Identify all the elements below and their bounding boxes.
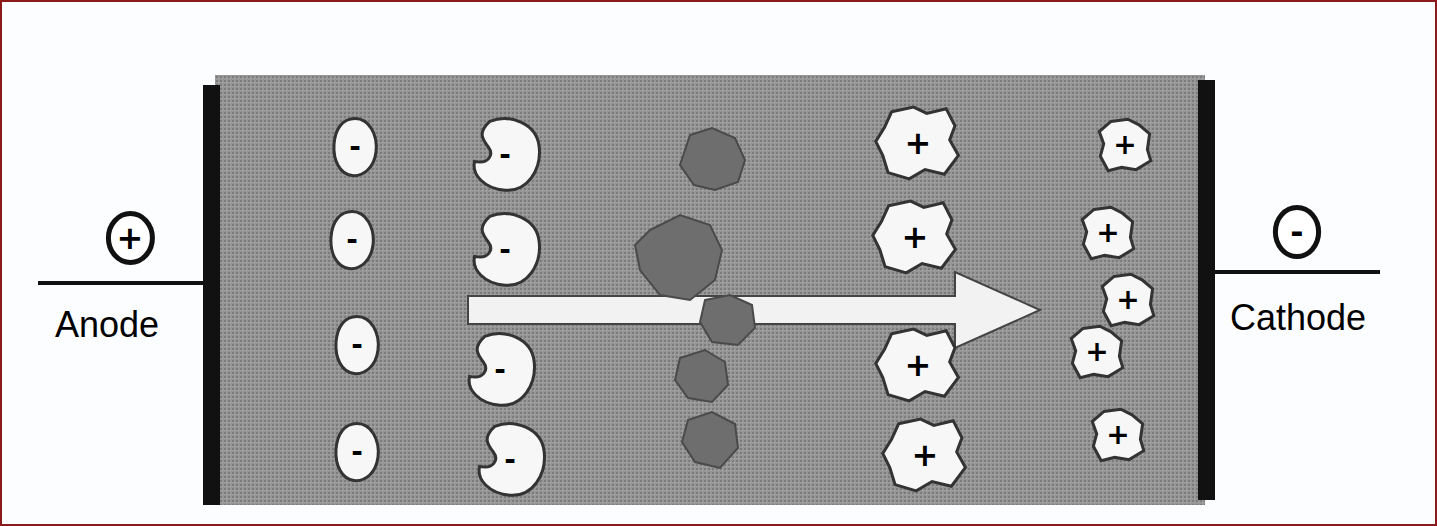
polarity-sign: + (117, 222, 144, 254)
charge-sign: + (1106, 421, 1129, 449)
cation-small: + (1100, 272, 1156, 328)
charge-sign: - (499, 236, 511, 264)
cation-small: + (1069, 324, 1125, 380)
cation-large: + (874, 326, 962, 404)
cation-small: + (1080, 205, 1136, 261)
charge-sign: - (346, 226, 358, 254)
cation-large: + (874, 104, 962, 182)
anion-large: - (467, 210, 543, 290)
charge-sign: - (504, 446, 516, 474)
charge-sign: - (499, 141, 511, 169)
anode-plate (203, 85, 220, 505)
charge-sign: + (1113, 131, 1136, 159)
anode-wire (38, 281, 203, 285)
charge-sign: + (1116, 286, 1139, 314)
anion-large: - (472, 420, 548, 500)
cation-large: + (881, 416, 969, 494)
cathode-symbol: - (1274, 206, 1320, 258)
cation-small: + (1090, 407, 1146, 463)
charge-sign: + (1096, 219, 1119, 247)
anion-large: - (462, 330, 538, 410)
cation-small: + (1097, 117, 1153, 173)
anion-small: - (332, 421, 382, 483)
charge-sign: - (494, 356, 506, 384)
electrode-label: Anode (55, 305, 159, 345)
cathode-wire (1215, 270, 1380, 274)
charge-sign: + (1085, 338, 1108, 366)
charge-sign: + (912, 439, 939, 471)
anion-small: - (332, 314, 382, 376)
cathode-plate (1198, 80, 1215, 500)
migration-arrow (468, 272, 1040, 348)
charge-sign: - (351, 438, 363, 466)
anode-symbol: + (107, 212, 154, 264)
anion-small: - (330, 116, 380, 178)
charge-sign: - (351, 331, 363, 359)
charge-sign: + (902, 221, 929, 253)
polarity-sign: - (1290, 216, 1303, 248)
charge-sign: + (905, 349, 932, 381)
cation-large: + (871, 198, 959, 276)
neutral-particles (635, 128, 755, 468)
charge-sign: - (349, 133, 361, 161)
gel-medium (215, 75, 1205, 505)
anion-large: - (467, 115, 543, 195)
charge-sign: + (905, 127, 932, 159)
anion-small: - (327, 209, 377, 271)
electrode-label: Cathode (1230, 298, 1366, 338)
